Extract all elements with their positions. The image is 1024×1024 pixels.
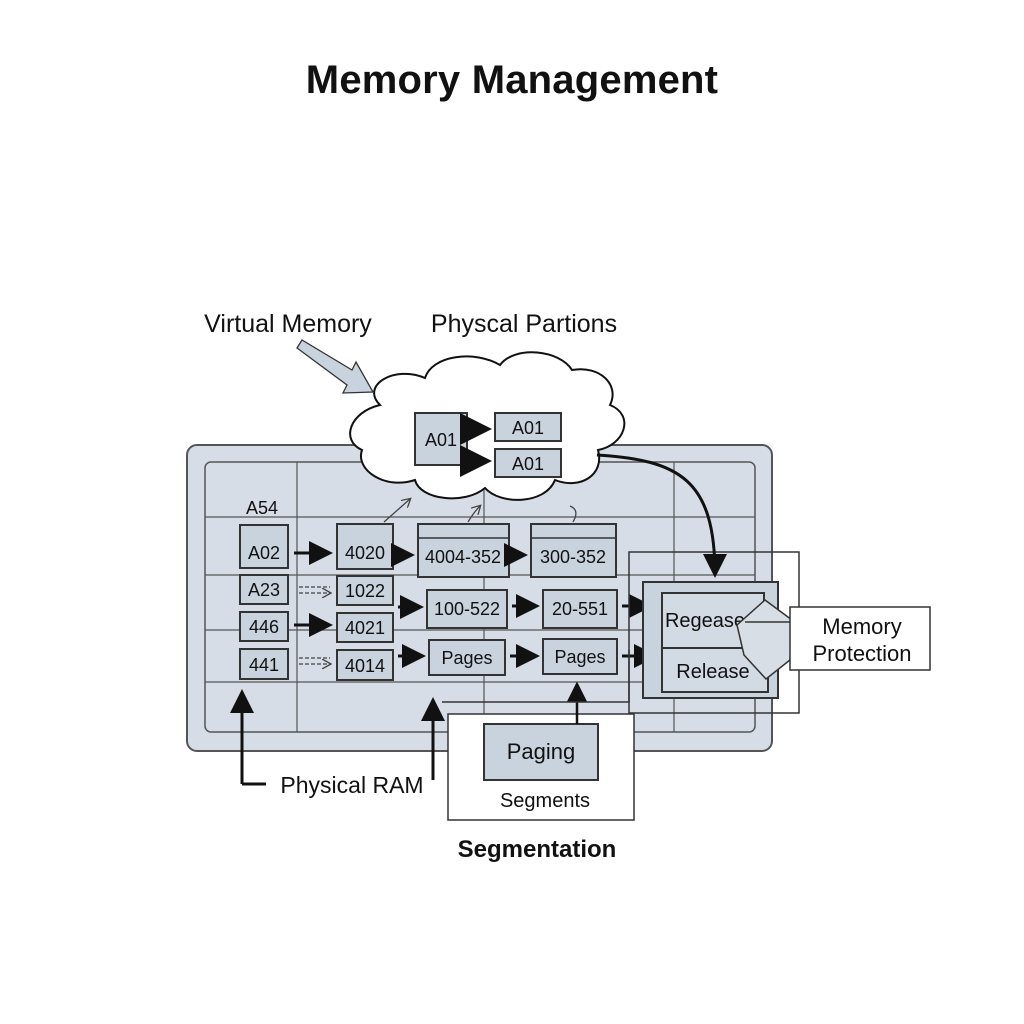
frame-cell: 4020 (345, 543, 385, 563)
segment-cell: 100-522 (434, 599, 500, 619)
segment-cell: 4004-352 (425, 547, 501, 567)
segmentation-label: Segmentation (458, 836, 617, 863)
cloud-source-label: A01 (425, 430, 457, 450)
physical-partitions-label: Physcal Partions (431, 310, 617, 338)
diagram-title: Memory Management (305, 58, 719, 102)
frame-column: 4020 1022 4021 4014 (336, 523, 394, 681)
upward-arrows (383, 499, 577, 523)
cloud-to-release-arrow (596, 453, 727, 578)
dashed-arrow (299, 658, 330, 664)
cloud-shape (349, 351, 626, 501)
cloud-target-label: A01 (512, 454, 544, 474)
frame-cell: 4014 (345, 656, 385, 676)
address-frame-arrows (294, 541, 333, 637)
cloud-target-label: A01 (512, 418, 544, 438)
memory-protection-box (789, 606, 931, 671)
virtual-memory-arrow-icon (296, 339, 375, 394)
release-item: Release (676, 661, 749, 683)
paging-label: Paging (507, 739, 576, 764)
dashed-arrow (299, 587, 330, 593)
address-cell: A23 (248, 580, 280, 600)
address-cell: A02 (248, 543, 280, 563)
physical-ram-label: Physical RAM (280, 772, 423, 798)
right-column: 300-352 20-551 Pages (530, 523, 618, 675)
paging-box (483, 723, 599, 781)
segment-cell: 20-551 (552, 599, 608, 619)
segment-cell: 300-352 (540, 547, 606, 567)
address-column: A02 A23 446 441 (239, 524, 289, 680)
memory-protection-label: Memory (822, 614, 901, 639)
memory-protection-label: Protection (812, 641, 911, 666)
flow-arrows (391, 543, 658, 668)
release-item: Regease (665, 610, 745, 632)
address-cell: 441 (249, 655, 279, 675)
column-header: A54 (246, 498, 278, 518)
frame-cell: 4021 (345, 618, 385, 638)
segments-label: Segments (500, 790, 590, 812)
middle-column: 4004-352 100-522 Pages (417, 523, 510, 676)
frame-cell: 1022 (345, 581, 385, 601)
dashed-arrows (299, 587, 330, 664)
pages-cell: Pages (554, 647, 605, 667)
address-cell: 446 (249, 617, 279, 637)
virtual-memory-label: Virtual Memory (204, 310, 372, 338)
pages-cell: Pages (441, 648, 492, 668)
cloud-source-box (414, 412, 468, 466)
